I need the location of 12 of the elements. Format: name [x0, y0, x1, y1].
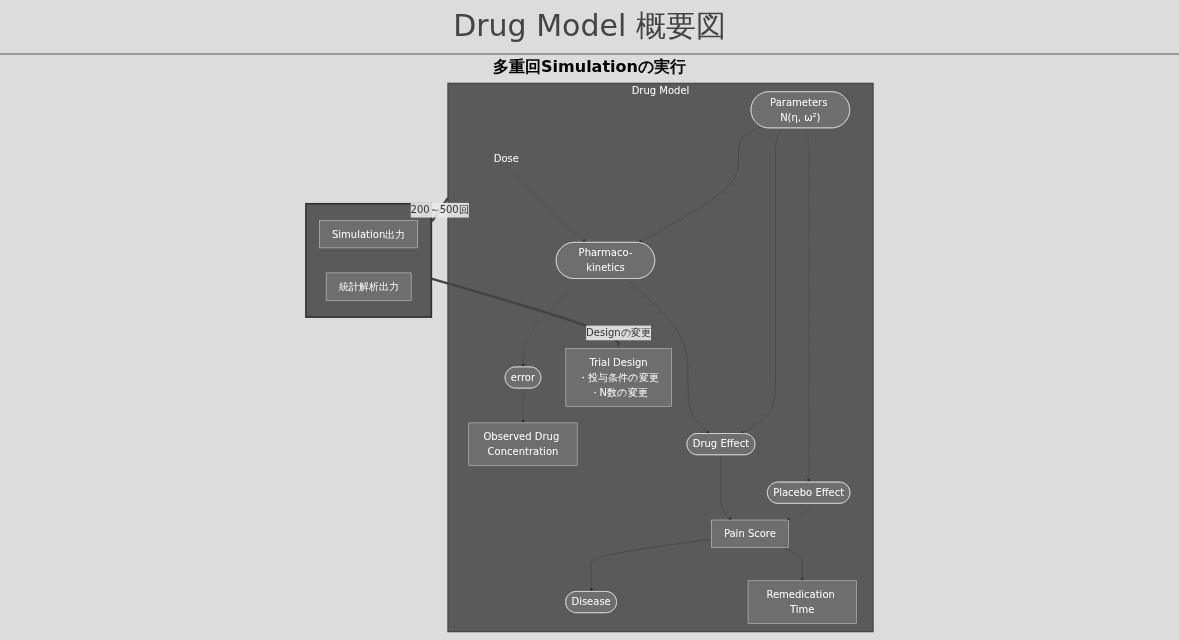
node-box: Remedication Time	[747, 580, 857, 624]
node-box: 統計解析出力	[325, 272, 412, 301]
edge-label: Designの変更	[586, 327, 652, 339]
node-box: Pain Score	[711, 519, 789, 548]
edge-label: 200～500回	[410, 204, 469, 216]
diagram-title: Drug Model 概要図	[0, 0, 1179, 55]
node-text: Dose	[493, 152, 519, 165]
node-box: Simulation出力	[319, 220, 418, 249]
node-box: Observed Drug Concentration	[468, 422, 578, 466]
node-box: Trial Design ・投与条件の変更 ・N数の変更	[565, 348, 672, 407]
cluster	[305, 202, 433, 318]
note-text: 多重回Simulationの実行	[493, 57, 686, 76]
